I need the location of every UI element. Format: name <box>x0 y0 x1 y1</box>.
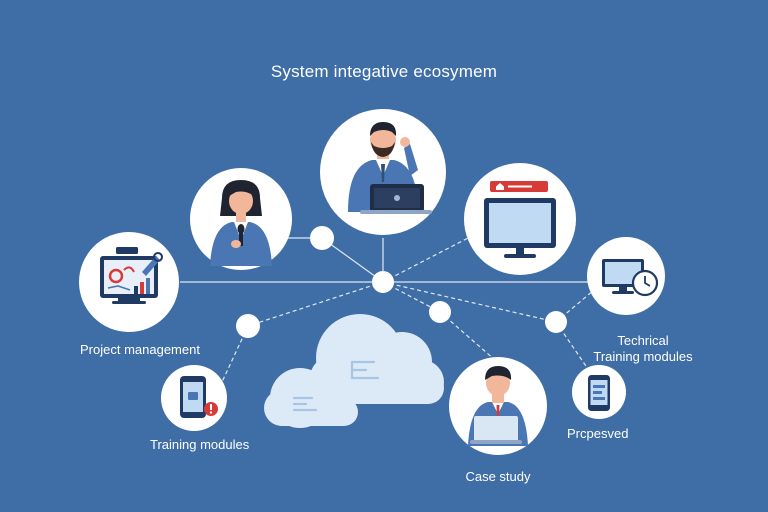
node-training-modules <box>161 365 227 431</box>
junction-dot <box>236 314 260 338</box>
node-technical <box>587 237 665 315</box>
diagram-title: System integative ecosymem <box>270 62 498 81</box>
hub-dot <box>372 271 394 293</box>
connector-line <box>382 236 471 283</box>
label-proposed: Prcpesved <box>567 426 629 441</box>
junction-dots <box>236 226 567 338</box>
node-woman <box>190 168 292 270</box>
node-presenter-man <box>320 109 446 235</box>
monitor-clock-icon <box>602 259 659 297</box>
connector-line <box>439 311 496 361</box>
node-proposed <box>572 365 626 419</box>
connector-line <box>321 237 384 283</box>
node-monitor <box>464 163 576 275</box>
dashboard-tools-icon <box>100 247 163 304</box>
junction-dot <box>429 301 451 323</box>
junction-dot <box>545 311 567 333</box>
connector-line <box>247 281 384 327</box>
label-project-management: Project management <box>80 342 200 357</box>
cloud-icon <box>264 314 444 428</box>
label-technical: Techrical Training modules <box>588 333 698 365</box>
phone-alert-icon <box>180 376 218 418</box>
junction-dot <box>310 226 334 250</box>
label-training-modules: Training modules <box>150 437 250 452</box>
woman-with-microphone-icon <box>210 180 272 266</box>
node-project-management <box>79 232 179 332</box>
label-case-study: Case study <box>465 469 531 484</box>
man-at-laptop-icon <box>468 366 528 446</box>
label-technical-line1: Techrical <box>617 333 669 348</box>
phone-icon <box>588 375 610 411</box>
node-case-study <box>449 357 547 455</box>
label-technical-line2: Training modules <box>593 349 693 364</box>
connector-line <box>382 281 557 323</box>
man-with-laptop-icon <box>348 122 432 214</box>
monitor-with-alert-icon <box>484 181 556 258</box>
